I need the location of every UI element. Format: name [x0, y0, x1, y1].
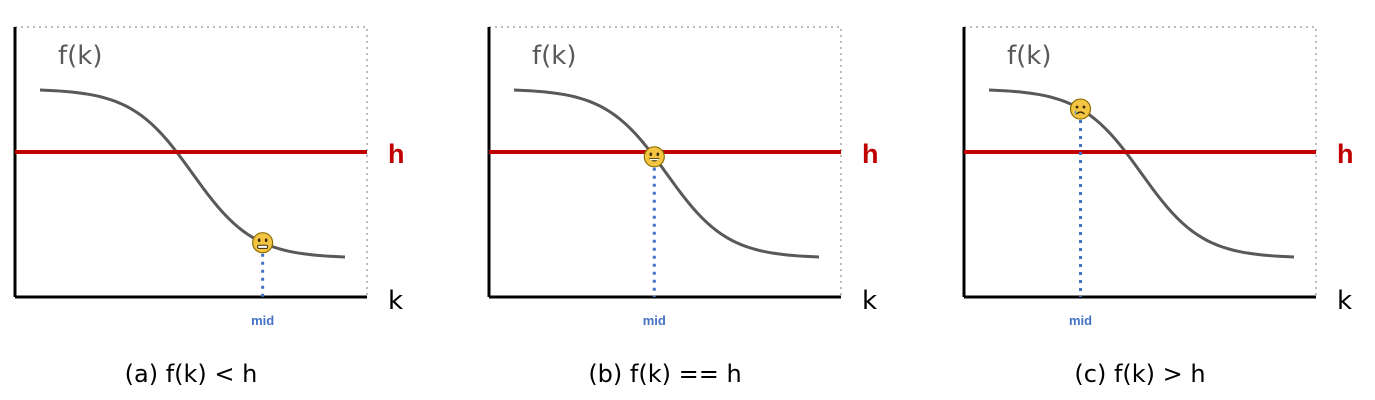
face-mouth — [1076, 111, 1085, 115]
face-mouth — [257, 244, 269, 249]
panel-caption: (c) f(k) > h — [1074, 360, 1205, 388]
neutral-face-icon — [252, 232, 274, 254]
axis-label-k: k — [388, 286, 403, 316]
panel-a: f(k) h k mid (a) f(k) < h — [13, 26, 405, 388]
face-circle — [1069, 98, 1092, 120]
panel-caption: (b) f(k) == h — [588, 360, 741, 388]
face-eye — [649, 152, 653, 157]
crying-face-icon — [1069, 98, 1092, 120]
curve-label: f(k) — [58, 41, 103, 71]
threshold-label: h — [388, 139, 405, 169]
threshold-label: h — [862, 139, 879, 169]
curve-label: f(k) — [532, 41, 577, 71]
axis-label-k: k — [862, 286, 877, 316]
mid-label: mid — [643, 313, 666, 328]
mid-label: mid — [251, 313, 274, 328]
panel-b: f(k) h k mid (b) f(k) == h — [487, 26, 879, 388]
curve-label: f(k) — [1007, 41, 1052, 71]
curve-f-of-k — [39, 88, 346, 259]
threshold-label: h — [1337, 139, 1354, 169]
grinning-face-icon — [643, 146, 665, 168]
face-eye — [264, 238, 268, 243]
face-eye — [257, 238, 261, 243]
face-eye — [656, 152, 660, 157]
panel-caption: (a) f(k) < h — [125, 360, 258, 388]
face-circle — [643, 146, 665, 168]
curve-f-of-k — [988, 88, 1295, 259]
panel-c: f(k) h k mid (c) f(k) > h — [962, 26, 1354, 388]
axis-label-k: k — [1337, 286, 1352, 316]
face-eye — [1082, 105, 1086, 109]
mid-label: mid — [1069, 313, 1092, 328]
face-teeth — [649, 158, 659, 161]
face-tear — [1074, 110, 1077, 116]
face-circle — [252, 232, 274, 254]
face-eye — [1075, 105, 1079, 109]
curve-f-of-k — [513, 88, 820, 259]
